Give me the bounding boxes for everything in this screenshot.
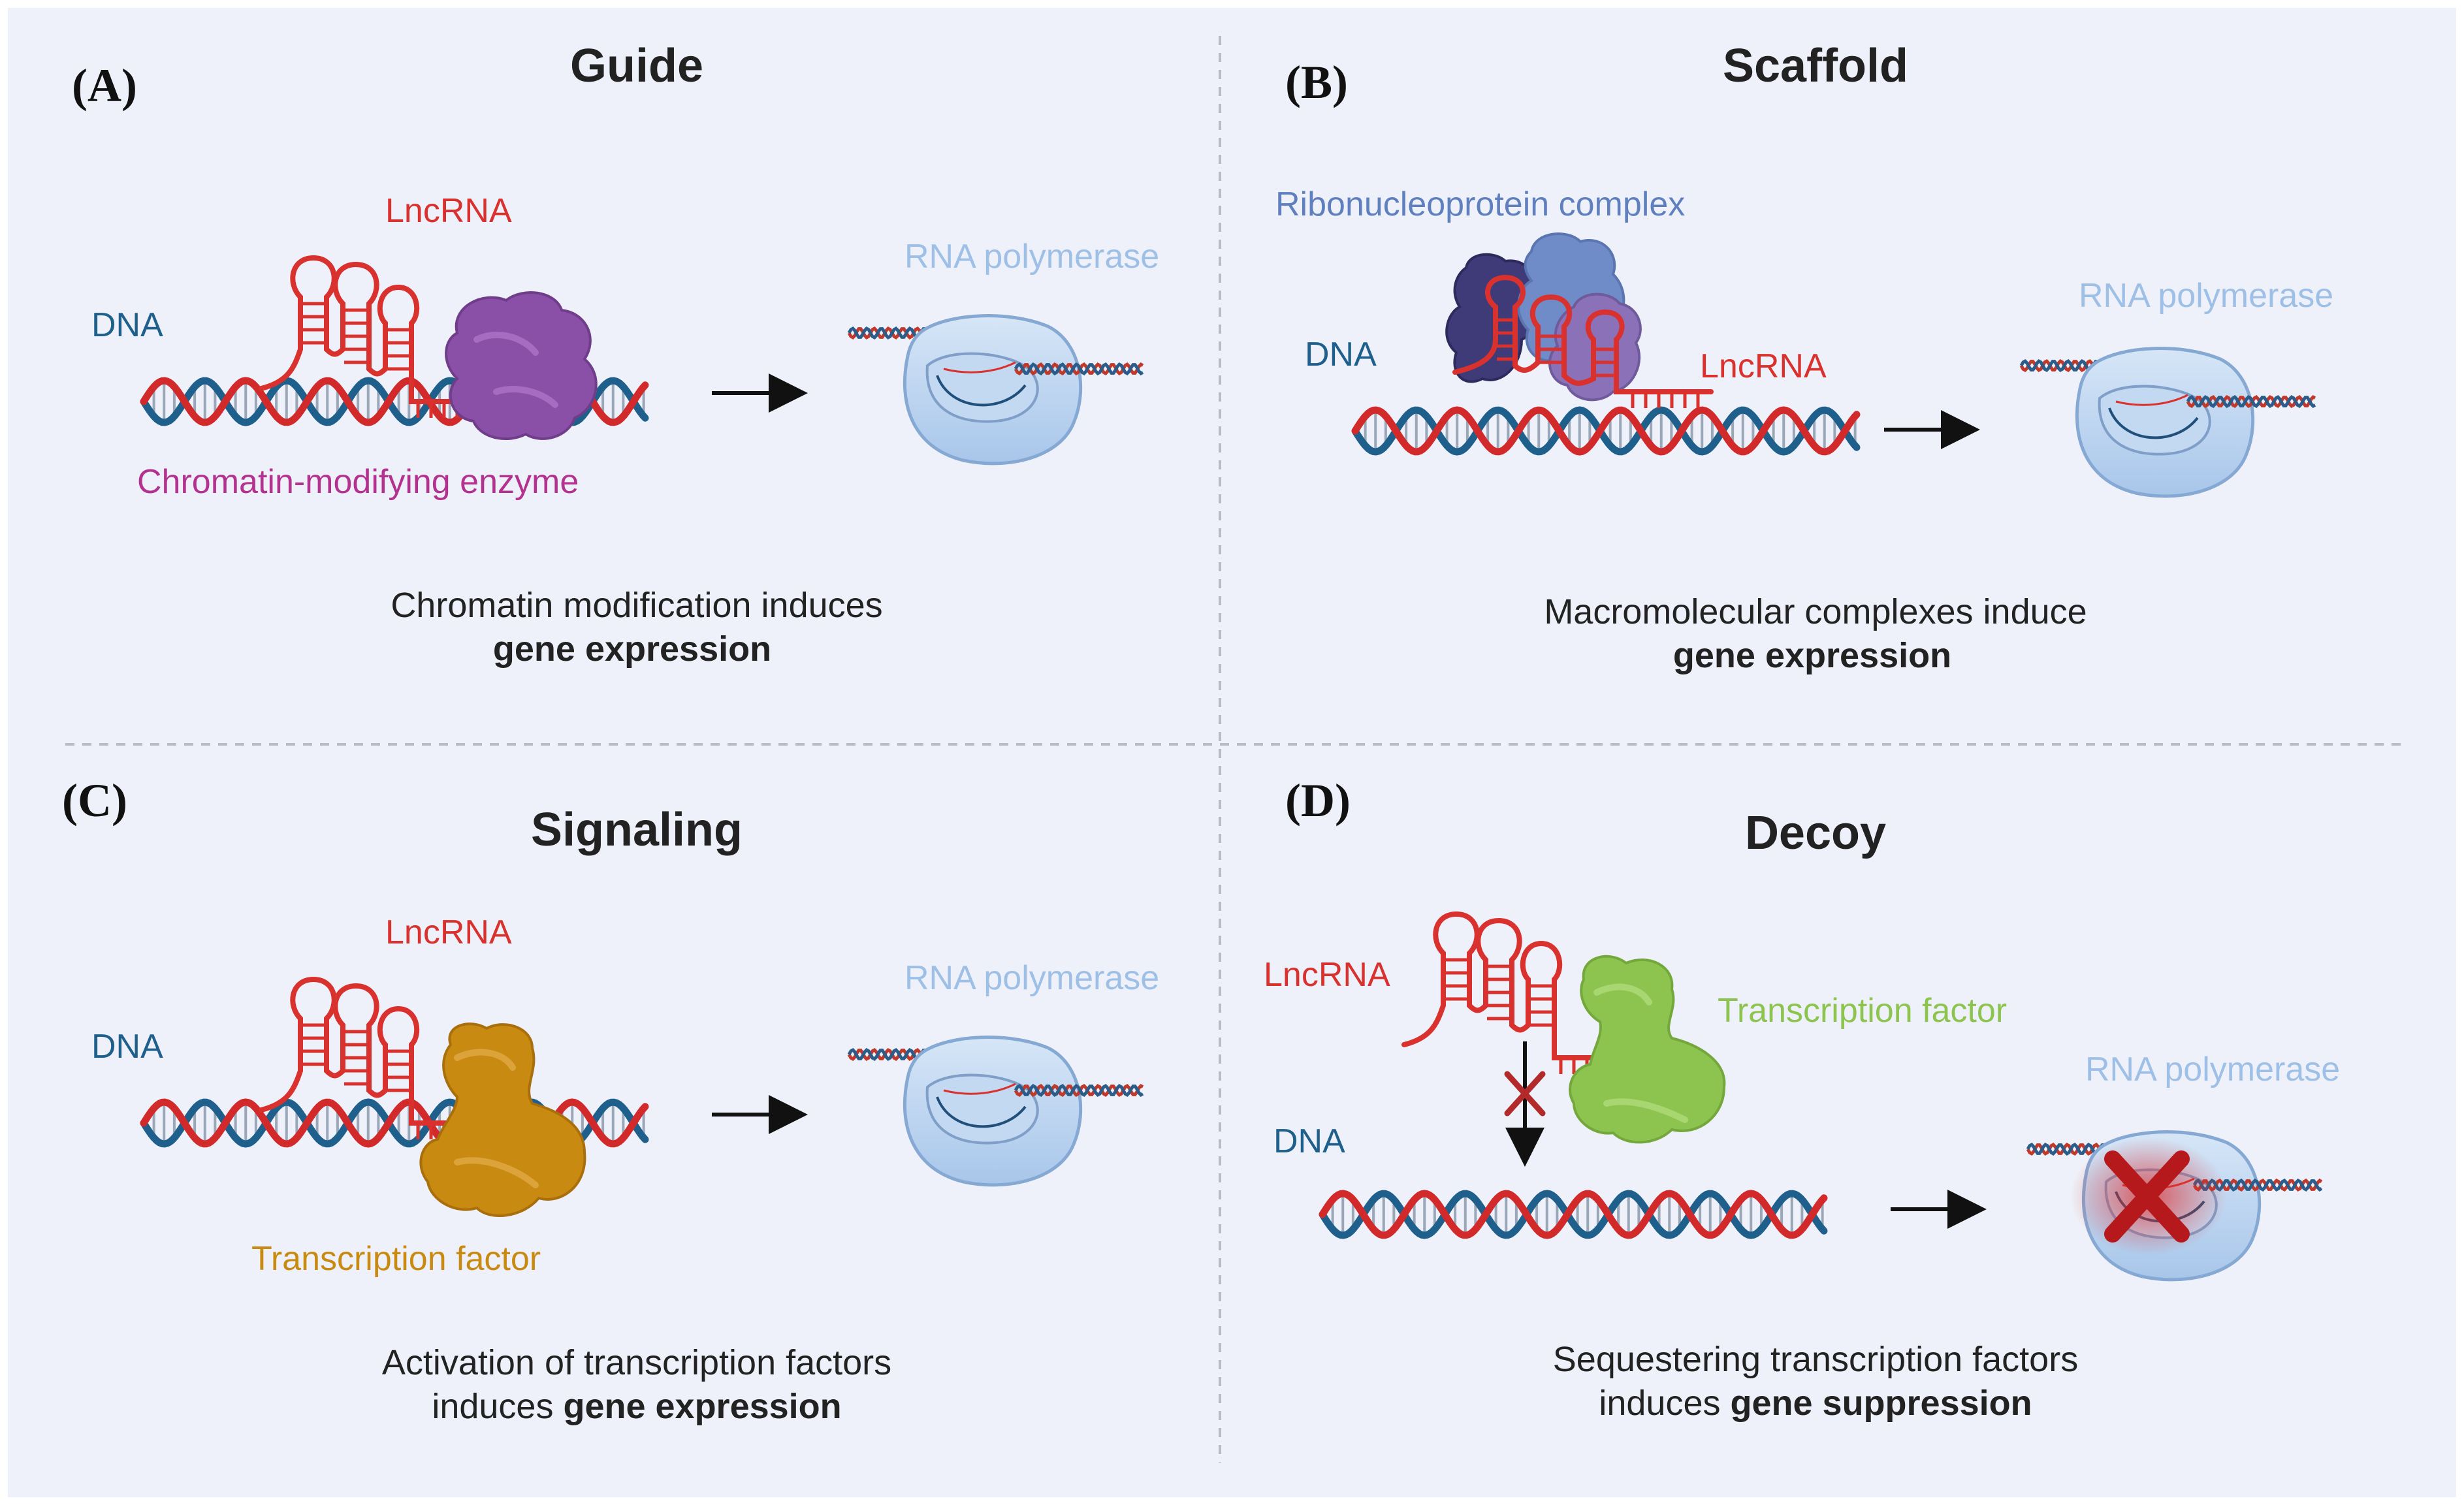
- panel-c-caption-prefix: induces: [432, 1387, 563, 1426]
- panel-scaffold: (B) Scaffold Ribonucleoprotein complex D…: [1275, 40, 2333, 675]
- panel-b-lncrna-label: LncRNA: [1700, 347, 1827, 385]
- panel-c-caption-line1: Activation of transcription factors: [382, 1343, 891, 1382]
- panel-d-factor-label: Transcription factor: [1718, 992, 2007, 1030]
- panel-a-dna-label: DNA: [91, 306, 163, 344]
- panel-d-caption-line2: induces gene suppression: [1599, 1384, 2032, 1423]
- chromatin-enzyme-icon: [445, 291, 598, 440]
- panel-a-title: Guide: [570, 40, 703, 92]
- panel-c-caption-bold: gene expression: [563, 1387, 841, 1426]
- panel-c-lncrna-label: LncRNA: [385, 913, 512, 951]
- transcription-factor-icon: [419, 1022, 586, 1217]
- panel-b-polymerase-label: RNA polymerase: [2079, 277, 2333, 315]
- dna-helix-icon: [1319, 1190, 1828, 1239]
- panel-d-lncrna-label: LncRNA: [1264, 956, 1390, 994]
- panel-c-polymerase-label: RNA polymerase: [904, 959, 1159, 997]
- panel-c-title: Signaling: [531, 804, 743, 856]
- inhibition-cross-icon: [1504, 1071, 1546, 1117]
- panel-b-letter: (B): [1285, 56, 1348, 108]
- template-strand: [936, 1096, 1027, 1128]
- strand-segment: [1014, 1084, 1144, 1097]
- dna-strand-red: [1319, 1190, 1828, 1239]
- panel-d-caption-line1: Sequestering transcription factors: [1553, 1340, 2078, 1379]
- panel-b-caption-line1: Macromolecular complexes induce: [1544, 592, 2087, 631]
- dna-strand-red: [140, 1098, 649, 1148]
- strand-segment: [1014, 362, 1144, 375]
- panel-b-title: Scaffold: [1723, 40, 1908, 92]
- transcription-factor-icon: [1569, 955, 1726, 1144]
- rna-polymerase-icon: [847, 314, 1144, 466]
- rna-transcript: [943, 361, 1016, 373]
- panel-d-caption-bold: gene suppression: [1731, 1384, 2032, 1423]
- panel-signaling: (C) Signaling LncRNA DNA Transcription f…: [62, 774, 1159, 1426]
- template-strand: [936, 375, 1027, 407]
- rna-polymerase-icon: [847, 1036, 1144, 1187]
- suppression-x-icon: [2104, 1150, 2190, 1243]
- panel-d-dna-label: DNA: [1273, 1122, 1345, 1160]
- rna-transcript: [2115, 394, 2188, 406]
- panel-c-letter: (C): [62, 774, 127, 827]
- lncrna-hairpin-icon: [259, 255, 486, 418]
- panel-b-dna-label: DNA: [1305, 336, 1377, 373]
- ribonucleoprotein-complex-icon: [1445, 232, 1714, 408]
- panel-d-letter: (D): [1285, 774, 1351, 827]
- panel-b-caption-bold: gene expression: [1673, 636, 1951, 675]
- figure-background: [8, 8, 2456, 1497]
- panel-a-enzyme-label: Chromatin-modifying enzyme: [137, 463, 579, 501]
- panel-a-polymerase-label: RNA polymerase: [904, 238, 1159, 276]
- panel-guide: (A) Guide LncRNA DNA Chromatin-modifying…: [72, 40, 1159, 669]
- panel-c-factor-label: Transcription factor: [251, 1240, 541, 1278]
- panel-d-polymerase-label: RNA polymerase: [2085, 1051, 2340, 1088]
- dna-strand-red: [1351, 406, 1861, 456]
- dna-helix-icon: [1351, 406, 1861, 456]
- panel-a-caption-line1: Chromatin modification induces: [391, 586, 882, 625]
- strand-segment: [2186, 395, 2316, 408]
- panel-a-caption-bold: gene expression: [493, 629, 771, 669]
- panel-a-letter: (A): [72, 59, 137, 112]
- panel-d-title: Decoy: [1745, 807, 1886, 859]
- lncrna-hairpin-icon: [1401, 911, 1629, 1074]
- panel-b-complex-label: Ribonucleoprotein complex: [1275, 185, 1685, 223]
- panel-a-lncrna-label: LncRNA: [385, 192, 512, 230]
- panel-d-caption-prefix: induces: [1599, 1384, 1730, 1423]
- rna-transcript: [943, 1083, 1016, 1095]
- panel-c-dna-label: DNA: [91, 1028, 163, 1066]
- panel-decoy: (D) Decoy LncRNA Transcription factor DN…: [1264, 774, 2340, 1423]
- panel-c-caption-line2: induces gene expression: [432, 1387, 841, 1426]
- rna-polymerase-icon: [2019, 347, 2316, 498]
- lncrna-hairpin-icon: [259, 976, 486, 1139]
- template-strand: [2108, 407, 2199, 439]
